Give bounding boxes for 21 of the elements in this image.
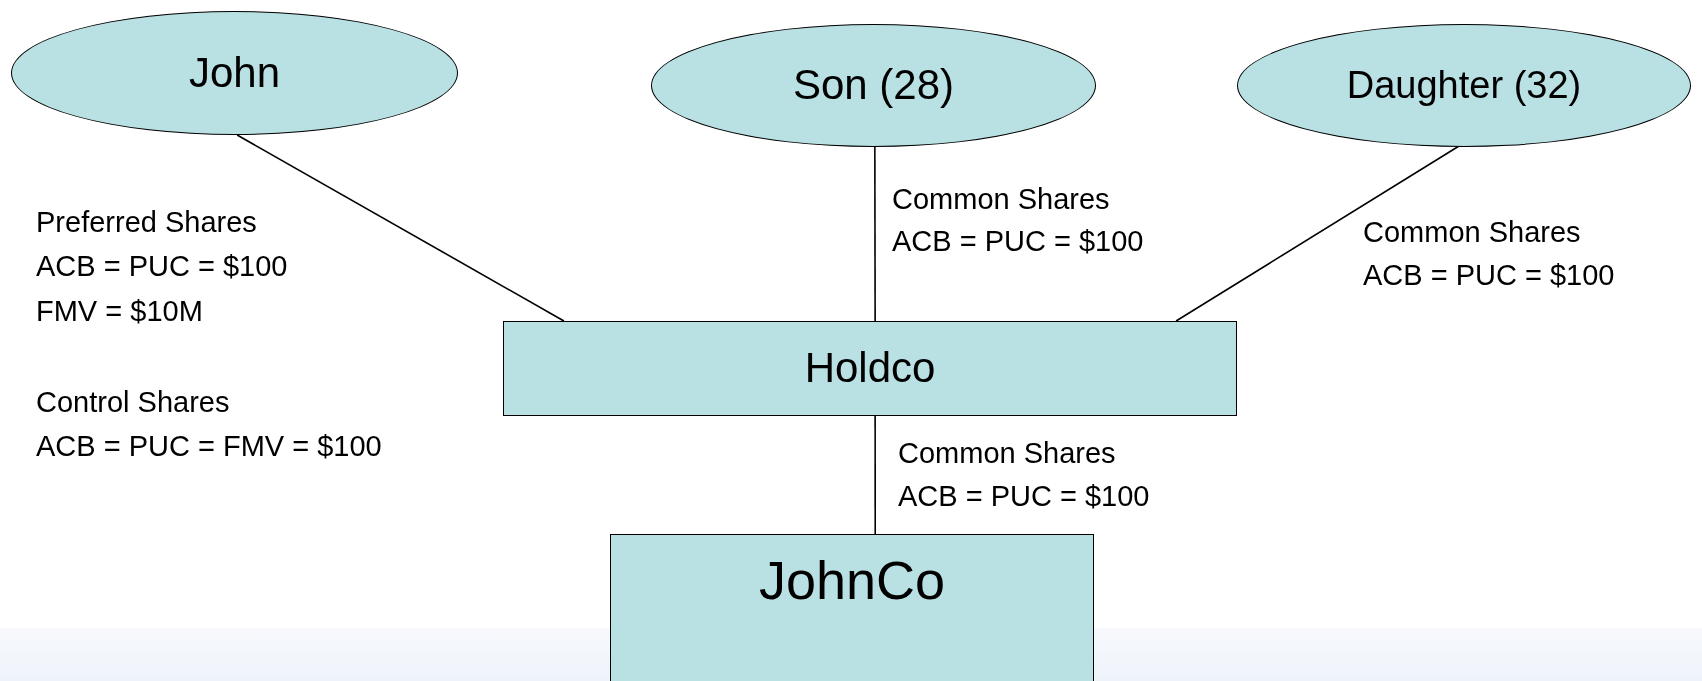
- node-label: Son (28): [792, 61, 955, 110]
- share-note: Common Shares: [892, 182, 1110, 216]
- node-label: JohnCo: [758, 549, 946, 612]
- share-note: Control Shares: [36, 385, 230, 419]
- node-label: John: [188, 48, 281, 98]
- company-box: [610, 534, 1094, 681]
- share-note: ACB = PUC = FMV = $100: [36, 429, 382, 463]
- share-note: ACB = PUC = $100: [898, 479, 1150, 513]
- connector-line: [236, 134, 565, 322]
- connector-line: [874, 415, 877, 535]
- share-note: Common Shares: [898, 436, 1116, 470]
- share-note: ACB = PUC = $100: [1363, 258, 1615, 292]
- share-note: Common Shares: [1363, 215, 1581, 249]
- node-label: Daughter (32): [1346, 63, 1582, 108]
- node-label: Holdco: [804, 344, 936, 393]
- share-note: ACB = PUC = $100: [36, 249, 288, 283]
- company-box: [503, 321, 1237, 416]
- share-note: Preferred Shares: [36, 205, 257, 239]
- connector-line: [874, 146, 876, 322]
- share-note: FMV = $10M: [36, 294, 203, 328]
- share-note: ACB = PUC = $100: [892, 224, 1144, 258]
